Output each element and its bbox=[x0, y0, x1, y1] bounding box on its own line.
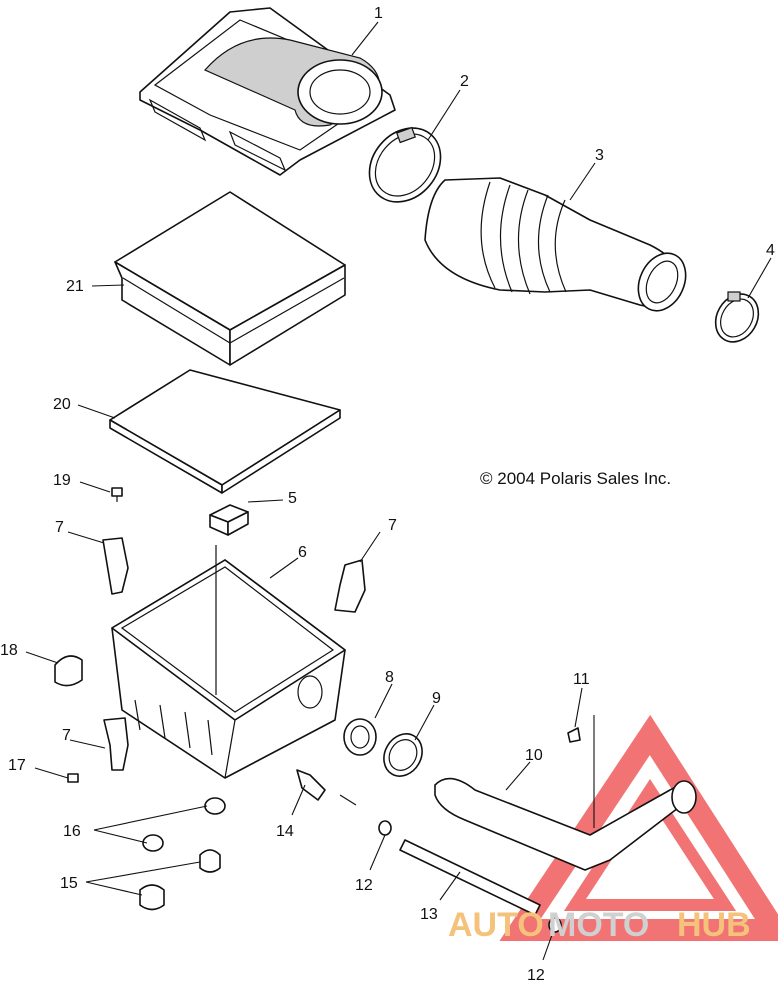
part-13-hose bbox=[399, 839, 541, 916]
callout-10: 10 bbox=[525, 747, 543, 764]
part-2-clamp bbox=[368, 126, 442, 203]
part-5-foam-block bbox=[209, 504, 249, 536]
callout-2: 2 bbox=[460, 73, 469, 90]
callout-6: 6 bbox=[298, 544, 307, 561]
part-7-clip-left bbox=[102, 537, 129, 595]
callout-15: 15 bbox=[60, 875, 78, 892]
callout-3: 3 bbox=[595, 147, 604, 164]
part-21-air-filter bbox=[114, 191, 346, 366]
part-3-intake-boot bbox=[424, 177, 687, 312]
part-7-clip-lower bbox=[103, 717, 129, 771]
watermark-text: AUTO MOTO HUB bbox=[448, 906, 751, 944]
copyright-notice: © 2004 Polaris Sales Inc. bbox=[480, 469, 671, 488]
part-18-clip bbox=[54, 655, 83, 687]
part-15-caps bbox=[139, 849, 221, 911]
leader-lines bbox=[25, 21, 772, 961]
part-11-clip bbox=[567, 715, 595, 828]
part-20-pre-filter bbox=[109, 369, 341, 494]
callout-7-left: 7 bbox=[55, 519, 64, 536]
part-17-screw bbox=[67, 773, 79, 783]
watermark-hub: HUB bbox=[677, 906, 751, 944]
callout-18: 18 bbox=[0, 642, 18, 659]
watermark-auto: AUTO bbox=[448, 906, 544, 944]
callout-16: 16 bbox=[63, 823, 81, 840]
callout-labels: 1 2 3 4 21 20 19 5 7 7 6 18 7 17 8 9 10 … bbox=[0, 5, 775, 984]
callout-21: 21 bbox=[66, 278, 84, 295]
part-6-air-box bbox=[111, 545, 346, 779]
part-16-spring-clamps bbox=[142, 797, 226, 852]
callout-19: 19 bbox=[53, 472, 71, 489]
callout-17: 17 bbox=[8, 757, 26, 774]
part-4-clamp bbox=[714, 291, 760, 343]
part-14-fitting bbox=[296, 769, 357, 806]
part-19-screw bbox=[111, 487, 123, 502]
callout-9: 9 bbox=[432, 690, 441, 707]
callout-4: 4 bbox=[766, 242, 775, 259]
callout-20: 20 bbox=[53, 396, 71, 413]
callout-12-right: 12 bbox=[527, 967, 545, 984]
callout-12-left: 12 bbox=[355, 877, 373, 894]
part-8-grommet bbox=[343, 718, 377, 756]
part-10-duct bbox=[434, 777, 697, 871]
callout-14: 14 bbox=[276, 823, 294, 840]
part-9-clamp bbox=[383, 733, 423, 777]
callout-1: 1 bbox=[374, 5, 383, 22]
callout-7-right: 7 bbox=[388, 517, 397, 534]
watermark-moto: MOTO bbox=[548, 906, 649, 944]
part-7-clip-right bbox=[334, 559, 366, 613]
callout-8: 8 bbox=[385, 669, 394, 686]
callout-7-lower: 7 bbox=[62, 727, 71, 744]
part-1-airbox-cover bbox=[139, 7, 396, 176]
callout-5: 5 bbox=[288, 490, 297, 507]
callout-13: 13 bbox=[420, 906, 438, 923]
callout-11: 11 bbox=[573, 671, 590, 688]
